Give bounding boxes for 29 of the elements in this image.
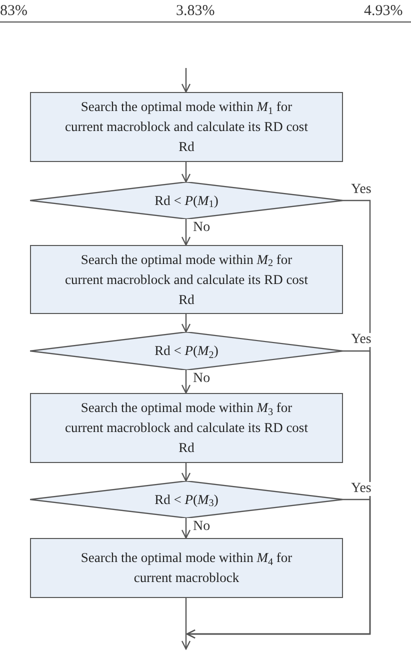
- edge-label: Yes: [350, 182, 372, 196]
- process-box: [30, 92, 343, 162]
- table-cell: 83%: [0, 4, 28, 19]
- step-text: Search the optimal mode within M$_{2}$ for current macroblock and calculate its RD cost Rd: [64, 250, 309, 308]
- process-box: [30, 538, 343, 598]
- table-cell: 3.83%: [176, 4, 215, 19]
- arrow: [181, 370, 191, 394]
- step-text: Search the optimal mode within M$_{1}$ for current macroblock and calculate its RD cost Rd: [64, 98, 309, 156]
- step-text: Search the optimal mode within M$_{4}$ for current macroblock: [80, 549, 294, 587]
- arrow: [181, 598, 191, 650]
- step-text: Search the optimal mode within M$_{3}$ for current macroblock and calculate its RD cost Rd: [64, 399, 309, 457]
- table-cell: 4.93%: [364, 4, 403, 19]
- arrow: [181, 219, 191, 246]
- condition-text: Rd < P(M$_{2}$): [154, 342, 220, 361]
- arrow: [186, 498, 371, 639]
- edge-label: Yes: [350, 482, 372, 496]
- arrow: [181, 162, 191, 183]
- condition-text: Rd < P(M$_{1}$): [154, 192, 220, 210]
- process-box: [30, 245, 343, 314]
- edge-label: Yes: [350, 333, 372, 347]
- process-box: [30, 393, 343, 463]
- arrow: [181, 463, 191, 482]
- arrow: [181, 518, 191, 539]
- decision-diamond: [30, 481, 343, 518]
- decision-diamond: [30, 182, 343, 219]
- arrow: [181, 68, 191, 93]
- decision-diamond: [30, 332, 343, 370]
- condition-text: Rd < P(M$_{3}$): [154, 490, 220, 510]
- arrow: [181, 314, 191, 333]
